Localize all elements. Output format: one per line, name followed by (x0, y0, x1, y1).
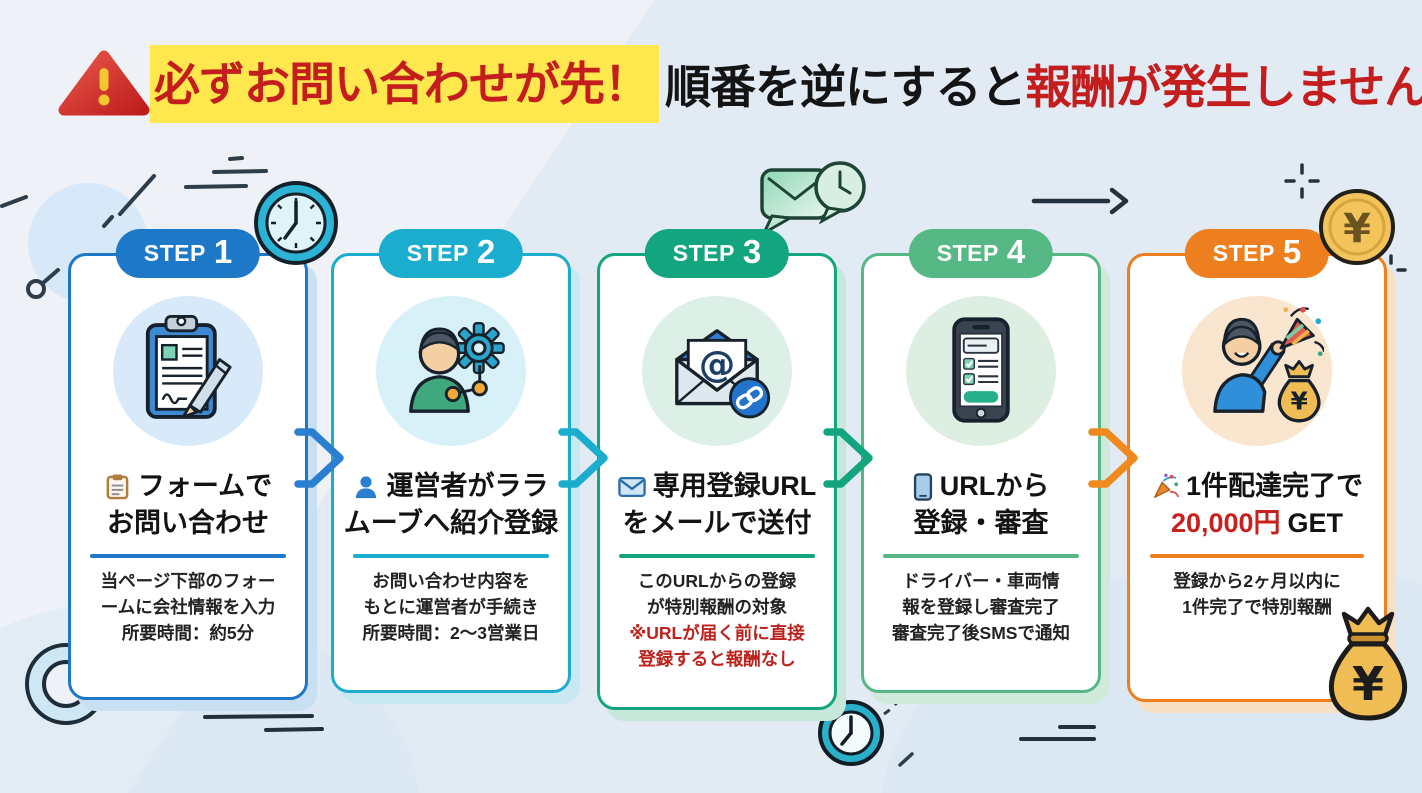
desc-line: 当ページ下部のフォー (100, 570, 276, 591)
badge-label: STEP (1212, 240, 1275, 266)
step-4-illustration (906, 296, 1056, 446)
celebration-money-icon: ¥ (1213, 306, 1324, 423)
dash-arrow-line (1031, 187, 1129, 215)
slash-lines (0, 174, 156, 228)
title-highlight-text: 必ずお問い合わせが先！ (150, 45, 659, 123)
desc-line: 報を登録し審査完了 (902, 596, 1060, 617)
step-2-description: お問い合わせ内容を もとに運営者が手続き 所要時間：2〜3営業日 (363, 568, 540, 646)
desc-line: ドライバー・車両情 (902, 570, 1060, 591)
step-4-description: ドライバー・車両情 報を登録し審査完了 審査完了後SMSで通知 (892, 568, 1070, 646)
step-card-3: STEP 3 @ (597, 229, 837, 710)
step-4-title: URLから 登録・審査 (913, 468, 1050, 542)
step-5-title: 1件配達完了で 20,000円 GET (1151, 468, 1363, 542)
warning-triangle-icon (58, 50, 150, 116)
clock-bubble-icon (814, 161, 866, 225)
badge-label: STEP (936, 240, 999, 266)
desc-line: が特別報酬の対象 (646, 596, 787, 617)
smartphone-icon (913, 472, 932, 501)
step-2-title-line2: ムーブへ紹介登録 (343, 508, 559, 538)
badge-number: 1 (213, 233, 233, 270)
step-1-badge: STEP 1 (115, 229, 261, 278)
badge-number: 2 (476, 233, 496, 270)
pin-icon (26, 268, 60, 299)
email-link-icon: @ (675, 329, 771, 419)
step-2-badge: STEP 2 (378, 229, 524, 278)
title-emphasis-text: 報酬が発生しません (1025, 61, 1422, 113)
badge-label: STEP (672, 240, 735, 266)
desc-line: 所要時間：約5分 (121, 622, 255, 643)
step-4-badge: STEP 4 (908, 229, 1054, 278)
desc-line: 所要時間：2〜3営業日 (362, 622, 540, 643)
step-1-description: 当ページ下部のフォー ームに会社情報を入力 所要時間：約5分 (101, 568, 276, 646)
title-middle-text: 順番を逆にすると (665, 61, 1026, 113)
page-title: 必ずお問い合わせが先！ 順番を逆にすると 報酬が発生しません (150, 45, 1422, 123)
step-5-title-line2: 20,000円 GET (1151, 505, 1363, 542)
envelope-icon (617, 476, 646, 497)
step-1-title-line1: フォームで (137, 471, 273, 501)
divider (618, 554, 816, 558)
badge-number: 3 (742, 233, 762, 270)
badge-label: STEP (406, 240, 469, 266)
reward-amount: 20,000円 (1170, 508, 1281, 538)
desc-line: もとに運営者が手続き (363, 596, 539, 617)
step-3-title-line2: をメールで送付 (622, 508, 812, 538)
badge-number: 4 (1006, 233, 1026, 270)
svg-text:¥: ¥ (1343, 206, 1371, 252)
step-2-title: 運営者がララ ムーブへ紹介登録 (344, 468, 558, 542)
step-card-2: STEP 2 (331, 229, 571, 693)
smartphone-checklist-icon (952, 317, 1010, 423)
warning-line: ※URLが届く前に直接 (629, 622, 805, 643)
desc-line: このURLからの登録 (637, 570, 797, 591)
sparkle-plus-icon (1284, 163, 1320, 199)
step-4-title-line2: 登録・審査 (913, 508, 1049, 538)
step-5-badge: STEP 5 (1184, 229, 1330, 278)
step-5-description: 登録から2ヶ月以内に 1件完了で特別報酬 (1173, 568, 1340, 620)
badge-number: 5 (1282, 233, 1302, 270)
clipboard-pen-icon (145, 315, 232, 419)
step-3-title-line1: 専用登録URL (652, 471, 817, 501)
step-1-title-line2: お問い合わせ (106, 508, 269, 538)
step-2-illustration (376, 296, 526, 446)
warning-header: 必ずお問い合わせが先！ 順番を逆にすると 報酬が発生しません (0, 40, 1422, 130)
step-card-1: STEP 1 (68, 229, 308, 700)
step-1-title: フォームで お問い合わせ (104, 468, 272, 542)
step-1-illustration (113, 296, 263, 446)
step-card-4: STEP 4 (861, 229, 1101, 693)
operator-gear-icon (409, 321, 505, 413)
step-3-description: このURLからの登録 が特別報酬の対象 ※URLが届く前に直接 登録すると報酬な… (629, 568, 804, 672)
svg-text:¥: ¥ (1290, 386, 1308, 415)
alarm-clock-icon (254, 181, 338, 265)
step-5-illustration: ¥ (1182, 296, 1332, 446)
divider (1150, 554, 1364, 558)
step-4-title-line1: URLから (939, 471, 1050, 501)
reward-get-label: GET (1287, 508, 1344, 538)
desc-line: 1件完了で特別報酬 (1182, 596, 1332, 617)
desc-line: お問い合わせ内容を (372, 570, 530, 591)
step-3-title: 専用登録URL をメールで送付 (617, 468, 817, 542)
bottom-clock-icon (818, 700, 884, 766)
badge-label: STEP (143, 240, 206, 266)
step-2-title-line1: 運営者がララ (386, 471, 549, 501)
person-icon (356, 475, 377, 498)
party-popper-icon (1154, 473, 1179, 498)
mini-money-bag: ¥ (1277, 359, 1321, 423)
clipboard-icon (106, 474, 129, 500)
step-3-illustration: @ (642, 296, 792, 446)
message-bubble-envelope-icon (760, 168, 830, 237)
divider (882, 554, 1080, 558)
desc-line: 審査完了後SMSで通知 (892, 622, 1070, 643)
divider (352, 554, 550, 558)
divider (89, 554, 287, 558)
speed-lines-top (184, 156, 268, 189)
step-3-badge: STEP 3 (644, 229, 790, 278)
desc-line: ームに会社情報を入力 (100, 596, 276, 617)
step-card-5: STEP 5 (1127, 229, 1387, 702)
warning-line: 登録すると報酬なし (638, 648, 796, 669)
step-5-title-line1: 1件配達完了で (1185, 471, 1364, 501)
desc-line: 登録から2ヶ月以内に (1173, 570, 1341, 591)
